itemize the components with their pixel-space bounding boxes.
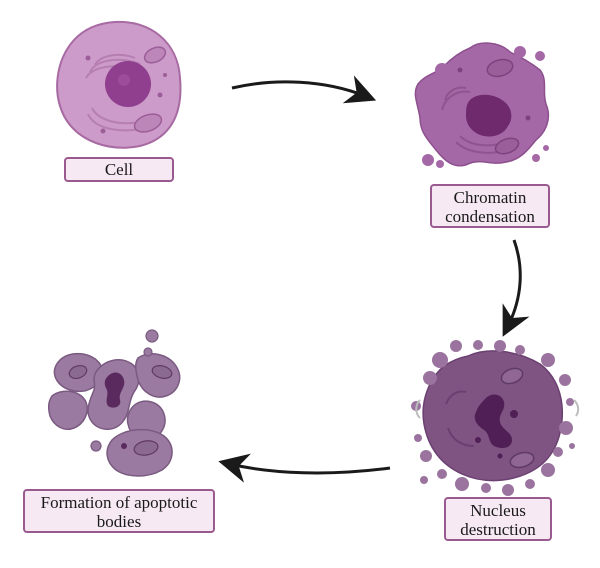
shrinking-cell — [414, 42, 550, 168]
apoptotic-bodies — [47, 329, 181, 477]
label-nucleus-line-1: Nucleus — [470, 501, 526, 520]
label-formation-line-1: Formation of apoptotic — [40, 493, 198, 512]
mitochondrion-icon — [143, 46, 167, 64]
label-nucleus-destruction: Nucleus destruction — [444, 497, 552, 541]
arrow-nucleus-to-bodies — [218, 453, 391, 483]
label-chromatin-line-2: condensation — [445, 207, 535, 226]
mitochondrion-icon — [494, 137, 520, 155]
label-formation-line-2: bodies — [96, 512, 142, 531]
label-formation-of-apoptotic-bodies: Formation of apoptotic bodies — [23, 489, 215, 533]
mitochondrion-icon — [133, 113, 163, 133]
fragmenting-cell — [411, 340, 580, 496]
mitochondrion-icon — [500, 367, 524, 385]
label-chromatin-condensation: Chromatin condensation — [430, 184, 550, 228]
healthy-cell — [56, 20, 182, 149]
label-cell-line-1: Cell — [104, 160, 134, 179]
label-chromatin-line-1: Chromatin — [453, 188, 527, 207]
arrow-chromatin-to-nucleus — [502, 239, 530, 337]
condensed-nucleus-icon — [466, 94, 512, 137]
arrow-cell-to-chromatin — [231, 75, 377, 104]
mitochondrion-icon — [509, 451, 535, 469]
fragmented-nucleus-icon — [474, 394, 518, 459]
label-cell: Cell — [64, 157, 174, 182]
mitochondrion-icon — [486, 58, 514, 78]
label-nucleus-line-2: destruction — [460, 520, 536, 539]
